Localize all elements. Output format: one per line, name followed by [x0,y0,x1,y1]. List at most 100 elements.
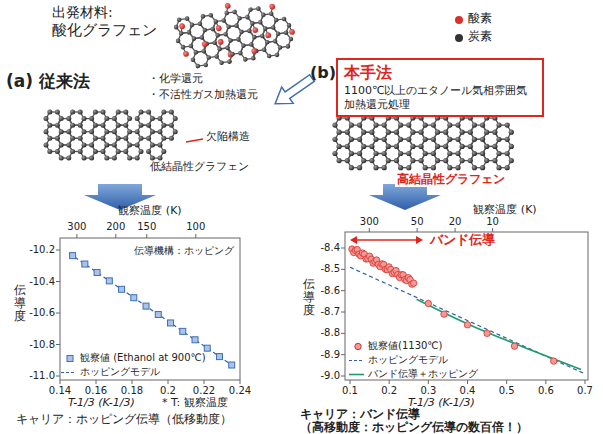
carbon-atom [158,156,163,161]
carbon-atom [47,136,52,141]
carbon-atom [139,110,144,115]
tick-label: 0.2 [160,385,176,397]
tick-label: 0.6 [538,385,554,397]
carbon-atom [89,129,94,134]
oxygen-atom [217,39,224,46]
axis-tick [341,248,345,249]
carbon-atom [263,26,268,31]
carbon-atom [472,137,477,142]
carbon-atom [203,62,208,67]
carbon-atom [398,151,403,156]
carbon-atom [158,116,163,121]
carbon-atom [47,149,52,154]
oxygen-atom [289,29,296,36]
carbon-atom [480,123,485,128]
axis-tick [492,228,493,232]
tick-label: 0.24 [229,385,251,397]
data-circle [511,343,517,349]
axis-tick [341,376,345,377]
legend-label: ホッピングモデル [368,354,448,366]
carbon-atom [208,13,213,18]
hopping-model-line [350,267,585,374]
annotation: バンド伝導 [428,233,497,248]
tick-label: 0.7 [577,385,593,397]
carbon-atom [423,165,428,170]
graphene-oxide-molecule [172,0,298,71]
carbon-atom [104,142,109,147]
carbon-atom [509,158,514,163]
carbon-atom [82,129,87,134]
carbon-atom [484,130,489,135]
carbon-atom [150,156,155,161]
carbon-atom [398,165,403,170]
data-square [216,354,222,360]
carbon-atom [361,130,366,135]
axis-tick [56,376,60,377]
carbon-atom [44,129,49,134]
tick-label: 0.2 [381,385,397,397]
legend-marker [349,360,364,361]
carbon-atom [505,137,510,142]
carbon-atom [195,63,200,68]
carbon-atom [443,130,448,135]
carbon-atom [139,123,144,128]
carbon-atom [70,110,75,115]
carbon-atom [66,116,71,121]
carbon-atom [201,49,206,54]
carbon-atom [55,149,60,154]
carbon-atom [447,123,452,128]
carbon-atom [224,10,229,15]
carbon-atom [386,115,391,120]
plot-frame [60,238,240,380]
carbon-atom [66,129,71,134]
carbon-atom [139,149,144,154]
oxygen-atom [265,32,272,39]
tick-label: 0.16 [85,385,107,397]
carbon-atom [273,39,278,44]
tick-label: 50 [411,216,424,228]
axis-tick [506,380,507,384]
leader-line [186,139,203,142]
carbon-atom [179,31,184,36]
carbon-atom [382,123,387,128]
carbon-atom [93,149,98,154]
carbon-atom [423,123,428,128]
carbon-atom [386,144,391,149]
carbon-atom [161,110,166,115]
carbon-atom [410,158,415,163]
carbon-atom [337,144,342,149]
data-circle [425,300,431,306]
axis-title: T-1/3 (K-1/3) [68,397,135,410]
carbon-atom [472,123,477,128]
carbon-atom [505,151,510,156]
tick-label: 300 [360,216,379,228]
defective-graphene [44,110,178,161]
tick-label: -9.0 [320,370,340,382]
carbon-atom [55,123,60,128]
carbon-atom [361,115,366,120]
axis-tick [417,228,418,232]
carbon-atom [337,158,342,163]
carbon-atom [199,35,204,40]
carbon-atom [188,43,193,48]
carbon-atom [435,115,440,120]
carbon-atom [70,123,75,128]
carbon-atom [158,129,163,134]
carbon-atom [369,115,374,120]
carbon-atom [173,116,178,121]
annotation: 伝導機構：ホッピング [132,245,236,257]
label: ・不活性ガス加熱還元 [148,89,258,102]
carbon-atom [398,123,403,128]
carbon-atom [250,21,255,26]
carbon-atom [373,165,378,170]
carbon-atom [146,110,151,115]
carbon-atom [146,136,151,141]
carbon-atom [492,115,497,120]
oxygen-atom [269,3,276,10]
carbon-atom [406,151,411,156]
caption: （高移動度：ホッピング伝導の数百倍！） [300,421,528,434]
carbon-atom [492,130,497,135]
carbon-atom [431,123,436,128]
carbon-atom [274,52,279,57]
carbon-atom [460,158,465,163]
